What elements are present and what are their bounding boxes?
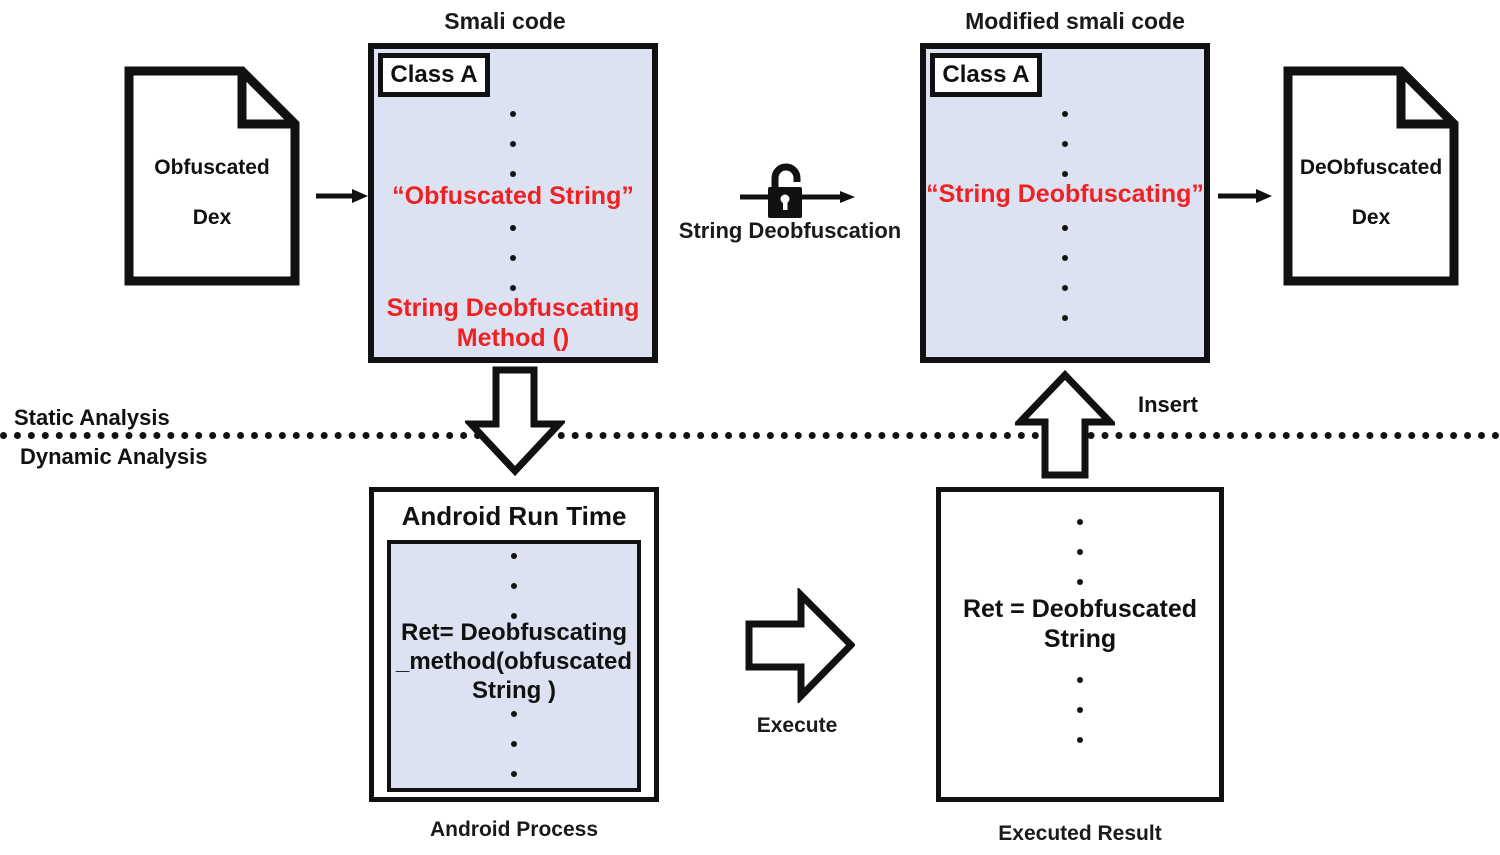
static-analysis-label: Static Analysis	[14, 405, 170, 430]
smali-code-title: Smali code	[444, 8, 566, 34]
runtime-dots-above	[509, 553, 519, 619]
obfuscated-dex-line1: Obfuscated	[154, 156, 270, 179]
down-block-arrow-icon	[465, 366, 565, 476]
execute-label: Execute	[756, 714, 838, 737]
smali-code-panel: Class A “Obfuscated String” String Deobf…	[368, 43, 658, 363]
android-runtime-box: Android Run Time Ret= Deobfuscating _met…	[369, 487, 659, 802]
android-runtime-header: Android Run Time	[401, 501, 627, 531]
arrow-dex-to-smali	[316, 186, 368, 206]
modified-smali-code-title: Modified smali code	[965, 8, 1185, 34]
open-padlock-icon	[762, 163, 812, 225]
modified-deobfuscated-string: “String Deobfuscating”	[926, 180, 1204, 208]
document-icon	[1283, 66, 1459, 286]
dynamic-analysis-label: Dynamic Analysis	[20, 444, 208, 469]
obfuscated-dex-line2: Dex	[192, 206, 232, 229]
result-dots-below	[1075, 677, 1085, 743]
deobfuscated-dex-line1: DeObfuscated	[1299, 156, 1443, 179]
insert-label: Insert	[1138, 392, 1198, 417]
runtime-code-text: Ret= Deobfuscating _method(obfuscated St…	[395, 619, 632, 704]
result-code-text: Ret = Deobfuscated String	[962, 595, 1198, 653]
deobfuscated-dex-document: DeObfuscated Dex	[1283, 66, 1459, 286]
document-icon	[124, 66, 300, 286]
result-dots-above	[1075, 519, 1085, 585]
smali-obfuscated-string: “Obfuscated String”	[392, 182, 634, 210]
android-process-label: Android Process	[429, 818, 599, 841]
modified-dots-above	[1060, 111, 1070, 177]
obfuscated-dex-document: Obfuscated Dex	[124, 66, 300, 286]
executed-result-label: Executed Result	[998, 822, 1162, 845]
smali-dots-middle	[508, 225, 518, 291]
modified-dots-below	[1060, 225, 1070, 321]
modified-class-tag: Class A	[930, 53, 1042, 97]
deobfuscated-dex-line2: Dex	[1351, 206, 1391, 229]
smali-class-tag: Class A	[378, 53, 490, 97]
up-block-arrow-icon	[1015, 370, 1115, 480]
analysis-divider	[0, 432, 1500, 439]
smali-dots-above	[508, 111, 518, 177]
string-deobfuscation-label: String Deobfuscation	[678, 218, 902, 243]
arrow-modified-to-dex	[1218, 186, 1272, 206]
modified-smali-code-panel: Class A “String Deobfuscating”	[920, 43, 1210, 363]
android-runtime-code-area: Ret= Deobfuscating _method(obfuscated St…	[387, 540, 641, 792]
executed-result-box: Ret = Deobfuscated String	[936, 487, 1224, 802]
runtime-dots-below	[509, 711, 519, 777]
right-block-arrow-icon	[745, 588, 855, 703]
smali-deobfuscating-method: String Deobfuscating Method ()	[386, 294, 640, 352]
